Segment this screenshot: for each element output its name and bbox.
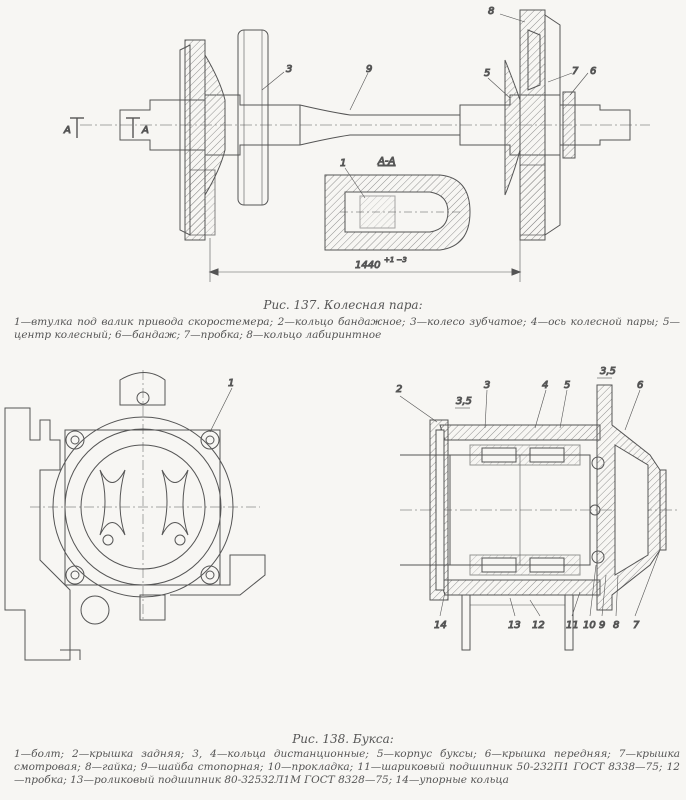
axlebox-section-view: [400, 377, 680, 651]
callout-11: 11: [566, 620, 579, 631]
callout-13: 13: [508, 620, 521, 631]
figure-138-drawing: 1: [0, 360, 686, 725]
callout-8: 8: [613, 620, 619, 631]
labyrinth-ring: [562, 91, 576, 159]
section-mark-right: А: [141, 125, 149, 136]
dimension-tolerance: +1 −3: [384, 256, 407, 264]
section-aa-view: [324, 174, 471, 251]
figure-138-legend: 1—болт; 2—крышка задняя; 3, 4—кольца дис…: [14, 748, 680, 786]
callout-5: 5: [564, 380, 570, 391]
callout-10: 10: [583, 620, 596, 631]
callout-6: 6: [637, 380, 643, 391]
callout-3: 3: [286, 64, 292, 75]
figure-137-caption: Рис. 137. Колесная пара:: [263, 298, 423, 312]
callout-9: 9: [599, 620, 605, 631]
callout-4: 4: [542, 380, 548, 391]
callout-3: 3: [484, 380, 490, 391]
callout-7: 7: [572, 66, 579, 77]
section-aa-label: А-А: [377, 156, 395, 167]
callout-1: 1: [340, 158, 346, 169]
callout-14: 14: [434, 620, 447, 631]
dimension-value: 1440: [355, 260, 380, 271]
right-wheel: [504, 9, 561, 241]
callout-6: 6: [590, 66, 596, 77]
figure-138-caption: Рис. 138. Букса:: [292, 732, 394, 746]
left-wheel: [179, 39, 226, 241]
dimension-top: 3,5: [600, 366, 616, 377]
callout-5: 5: [484, 68, 490, 79]
axlebox-end-view: [4, 370, 266, 661]
callout-2: 2: [396, 384, 402, 395]
section-marks: [70, 117, 140, 138]
dimension-left: 3,5: [456, 396, 472, 407]
dimension-1440: [208, 238, 522, 282]
figure-137-legend: 1—втулка под валик привода скоростемера;…: [14, 316, 680, 341]
callout-9: 9: [366, 64, 372, 75]
callout-8: 8: [488, 6, 494, 17]
section-mark-left: А: [63, 125, 71, 136]
callout-7: 7: [633, 620, 640, 631]
callout-12: 12: [532, 620, 545, 631]
figure-137-drawing: 8 3 9 5 7 6 1 А-А А А 1440 +1 −3: [0, 0, 686, 290]
leader-lines: [261, 13, 589, 199]
callout-left-1: 1: [228, 378, 234, 389]
gear-wheel: [237, 29, 269, 206]
axle-shaft: [119, 94, 631, 156]
